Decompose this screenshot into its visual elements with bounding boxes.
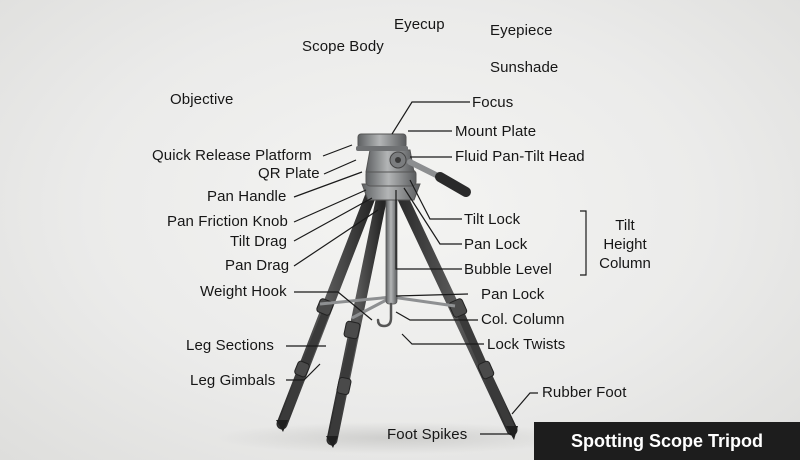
label-pan-handle: Pan Handle xyxy=(207,188,287,205)
label-leg-gimbals: Leg Gimbals xyxy=(190,372,276,389)
label-leg-sections: Leg Sections xyxy=(186,337,274,354)
label-weight-hook: Weight Hook xyxy=(200,283,287,300)
leader-lines xyxy=(286,101,538,435)
label-sunshade: Sunshade xyxy=(490,59,559,76)
diagram-title: Spotting Scope Tripod xyxy=(534,422,800,460)
label-tilt-drag: Tilt Drag xyxy=(230,233,288,250)
label-fluid-pan-tilt-head: Fluid Pan-Tilt Head xyxy=(455,148,585,165)
label-col-column: Col. Column xyxy=(481,311,565,328)
label-focus: Focus xyxy=(472,94,514,111)
label-objective: Objective xyxy=(170,91,234,108)
bracket-line-column: Column xyxy=(599,255,651,272)
label-eyecup: Eyecup xyxy=(394,16,445,33)
label-pan-drag: Pan Drag xyxy=(225,257,290,274)
label-eyepiece: Eyepiece xyxy=(490,22,553,39)
bracket-line-height: Height xyxy=(603,236,647,253)
weight-hook-shape xyxy=(376,302,393,328)
foot-spikes-shapes xyxy=(276,420,518,448)
label-qr-plate: QR Plate xyxy=(258,165,320,182)
mount-plate-shape xyxy=(357,133,407,149)
label-bubble-level: Bubble Level xyxy=(464,261,552,278)
ground-shadow xyxy=(215,422,575,454)
label-lock-twists: Lock Twists xyxy=(487,336,566,353)
label-mount-plate: Mount Plate xyxy=(455,123,537,140)
height-bracket xyxy=(580,210,587,276)
leg-spreaders xyxy=(319,295,456,320)
pan-handle-grip xyxy=(435,172,471,197)
label-rubber-foot: Rubber Foot xyxy=(542,384,627,401)
label-pan-friction-knob: Pan Friction Knob xyxy=(167,213,288,230)
leg-lock-collars xyxy=(294,298,495,396)
bracket-line-tilt: Tilt xyxy=(615,217,635,234)
label-scope-body: Scope Body xyxy=(302,38,384,55)
label-tilt-lock: Tilt Lock xyxy=(464,211,521,228)
label-foot-spikes: Foot Spikes xyxy=(387,426,468,443)
label-pan-lock-lower: Pan Lock xyxy=(481,286,545,303)
label-quick-release-platform: Quick Release Platform xyxy=(152,147,312,164)
bracket-label: Tilt Height Column xyxy=(592,216,658,273)
label-pan-lock-upper: Pan Lock xyxy=(464,236,528,253)
